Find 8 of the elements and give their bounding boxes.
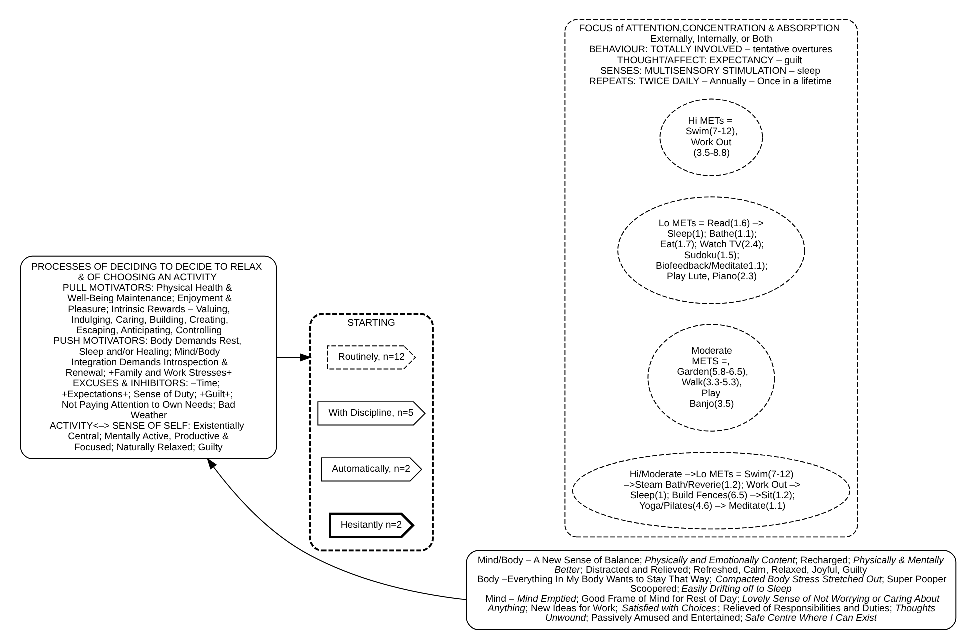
node-box: PROCESSES OF DECIDING TO DECIDE TO RELAX & OF CHOOSING AN ACTIVITY PULL MOTIVATORS: Physical Health & Well-Being Maintenance; Enjoyment & Pleasure; Intrinsic Rewards – Valuing, Indulging, Caring, Building, Creating, Escaping, Anticipating, Controlling PUSH MOTIVATORS: Body Demands Rest, Sleep and/or Healing; Mind/Body Integration Demands Introspection & Renewal; +Family and Work Stresses+ EXCUSES & INHIBITORS: –Time; +Expectations+; Sense of Duty; +Guilt+; Not Paying Attention to Own Needs; Bad Weather ACTIVITY<–> SENSE OF SELF: Existentially Central; Mentally Active, Productive & Focused; Naturally Relaxed; Guilty xyxy=(20,256,278,460)
node-ellipse: Hi/Moderate –>Lo METs = Swim(7-12) –>Steam Bath/Reverie(1.2); Work Out –> Sleep(1); Build Fences(6.5) –>Sit(1.2); Yoga/Pilates(4.6) –> Meditate(1.1) xyxy=(572,452,851,530)
arrow xyxy=(207,458,468,600)
node-ellipse: Lo METs = Read(1.6) –> Sleep(1); Bathe(1.1); Eat(1.7); Watch TV(2.4); Sudoku(1.5); Biofeedback/Meditate1.1); Play Lute, Piano(2.3) xyxy=(618,196,806,304)
node-box: Mind/Body – A New Sense of Balance; Physically and Emotionally Content; Recharged; Physically & Mentally Better; Distracted and Relieved; Refreshed, Calm, Relaxed, Joyful, Guilty Body –Everything In My Body Wants to Stay That Way; Compacted Body Stress Stretched Out; Super Pooper Scoopered; Easily Drifting off to Sleep Mind – Mind Emptied; Good Frame of Mind for Rest of Day; Lovely Sense of Not Worrying or Caring About Anything; New Ideas for Work; Satisfied with Choices; Relieved of Responsibilities and Duties; Thoughts Unwound; Passively Amused and Entertained; Safe Centre Where I Can Exist xyxy=(466,550,957,630)
node-ellipse: Moderate METS =, Garden(5.8-6.5), Walk(3.3-5.3), Play Banjo(3.5) xyxy=(648,324,776,432)
node-ellipse: Hi METs = Swim(7-12), Work Out (3.5-8.8) xyxy=(660,98,764,176)
arrow xyxy=(276,354,312,362)
